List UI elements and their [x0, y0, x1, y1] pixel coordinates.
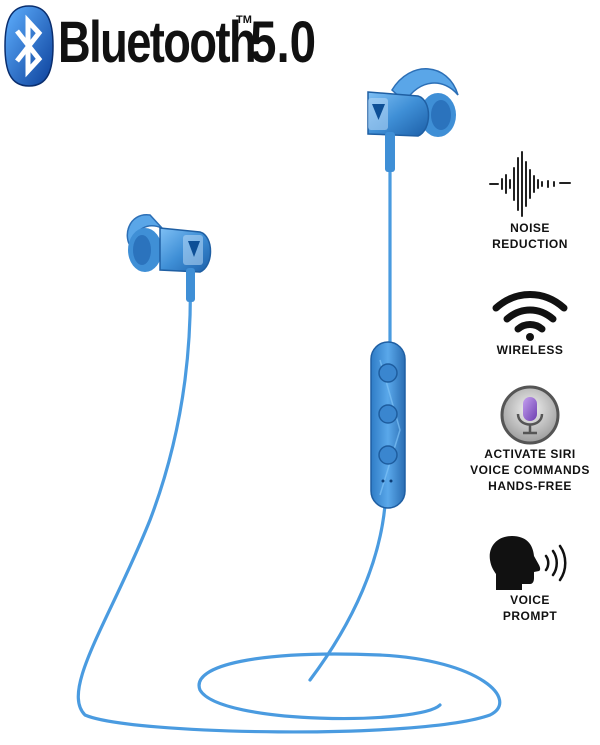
wifi-icon — [492, 291, 568, 341]
speaking-head-icon — [489, 536, 567, 590]
feature-siri: ACTIVATE SIRI VOICE COMMANDS HANDS-FREE — [460, 384, 600, 494]
bluetooth-icon — [4, 5, 54, 87]
trademark-mark: TM — [236, 14, 252, 26]
inline-remote — [370, 341, 406, 509]
right-earbud — [367, 68, 459, 172]
siri-microphone-icon — [500, 385, 560, 445]
feature-noise-reduction: NOISE REDUCTION — [460, 148, 600, 252]
cable — [76, 168, 502, 734]
sound-wave-icon — [489, 151, 571, 217]
wireless-label: WIRELESS — [496, 343, 564, 357]
left-earbud — [126, 214, 212, 302]
bluetooth-title: Bluetooth — [58, 10, 257, 75]
voice-prompt-label: VOICE PROMPT — [502, 593, 558, 623]
feature-voice-prompt: VOICE PROMPT — [460, 534, 600, 624]
feature-wireless: WIRELESS — [460, 288, 600, 358]
siri-label: ACTIVATE SIRI VOICE COMMANDS HANDS-FREE — [470, 447, 590, 493]
bluetooth-version: 5.0 — [250, 10, 317, 75]
bluetooth-header: Bluetooth TM 5.0 — [0, 0, 330, 92]
noise-reduction-label: NOISE REDUCTION — [492, 221, 568, 251]
